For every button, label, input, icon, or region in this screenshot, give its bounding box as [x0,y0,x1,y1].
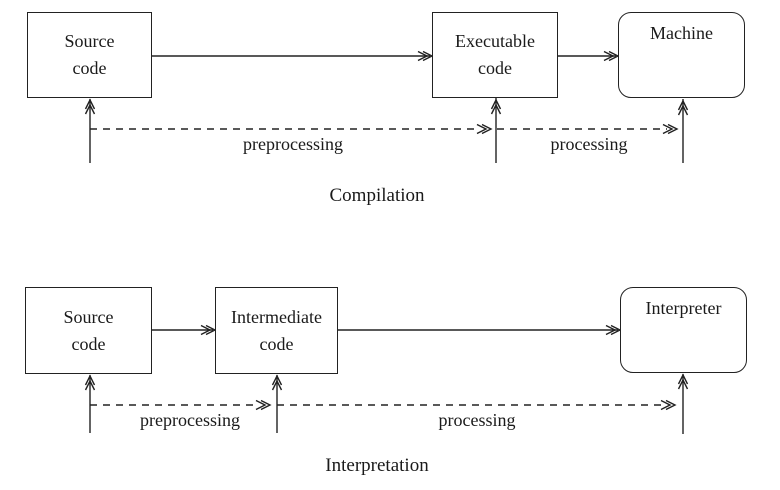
box-label-line: code [478,58,512,78]
box-label-line: Source [64,31,115,51]
box-label-line: code [71,333,106,354]
compilation-title: Compilation [329,185,425,206]
interpreter-box: Interpreter [620,287,747,373]
box-label-line: Interpreter [645,298,722,318]
intermediate-code-box: Intermediate code [215,287,338,374]
source-code-box: Source code [25,287,152,374]
source-code-box: Source code [27,12,152,98]
box-label-line: code [259,333,294,354]
box-label-line: Intermediate [231,306,322,327]
preprocessing-label: preprocessing [243,134,343,154]
box-label-line: Machine [650,23,713,43]
processing-label: processing [550,134,628,154]
processing-label: processing [438,410,516,430]
preprocessing-label: preprocessing [140,410,240,430]
box-label-line: code [72,58,107,78]
box-label-line: Executable [455,31,535,51]
machine-box: Machine [618,12,745,98]
box-label-line: Source [63,306,114,327]
executable-code-box: Executable code [432,12,558,98]
interpretation-title: Interpretation [325,455,429,476]
